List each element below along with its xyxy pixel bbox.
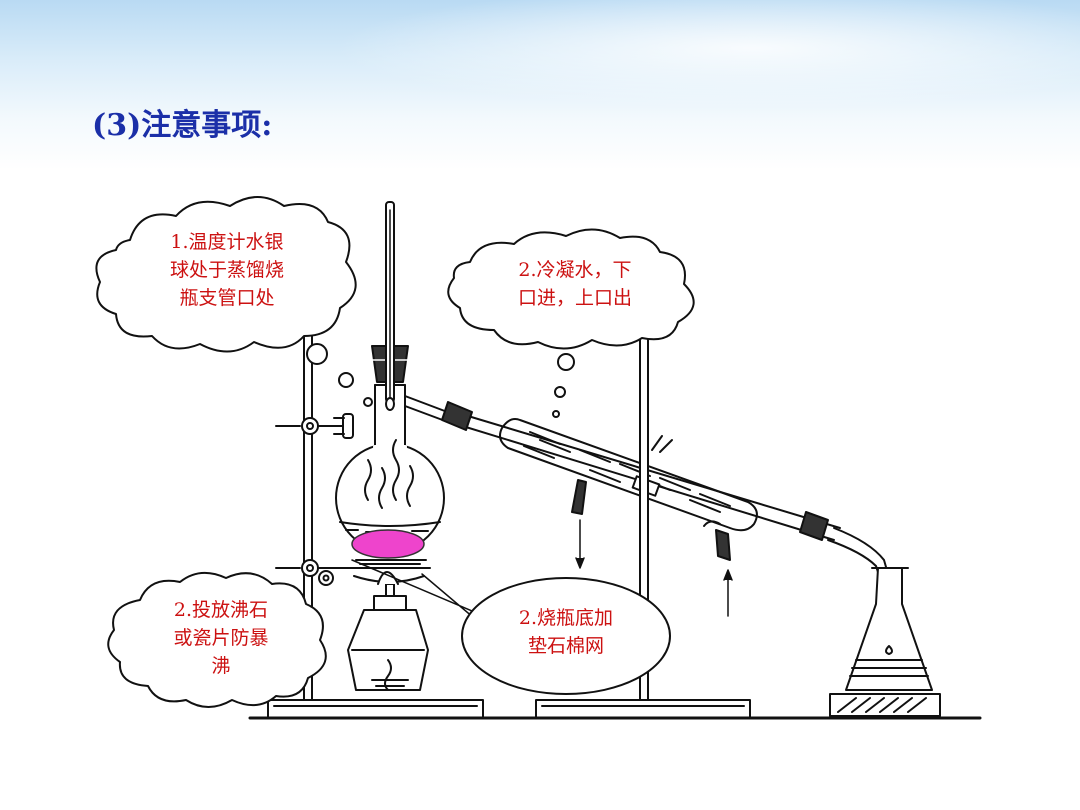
banner-highlight [260, 0, 1080, 120]
note-line: 1.温度计水银 [170, 231, 284, 253]
note-line: 垫石棉网 [527, 635, 604, 657]
condenser [441, 401, 889, 579]
note-line: 2.烧瓶底加 [518, 607, 614, 629]
header-banner [0, 0, 1080, 170]
thermometer-note: 1.温度计水银 球处于蒸馏烧 瓶支管口处 [118, 228, 336, 312]
thermometer-callout-bubble [95, 196, 357, 353]
left-iron-stand [267, 237, 484, 719]
gauze-callout-bubble [461, 577, 671, 695]
erlenmeyer-flask [829, 567, 941, 717]
gauze-highlight [351, 529, 425, 559]
note-line: 2.投放沸石 [173, 599, 269, 621]
water-flow-arrows [575, 519, 733, 617]
boiling-chips-callout-bubble [107, 571, 327, 708]
note-line: 口进，上口出 [517, 287, 632, 309]
page-title: (3)注意事项: [92, 108, 273, 143]
note-line: 2.冷凝水，下 [518, 259, 632, 281]
distillation-flask [335, 345, 459, 553]
asbestos-gauze-note: 2.烧瓶底加 垫石棉网 [474, 604, 658, 660]
note-line: 瓶支管口处 [179, 287, 275, 309]
boiling-chips-note: 2.投放沸石 或瓷片防暴 沸 [128, 596, 314, 680]
note-line: 或瓷片防暴 [173, 627, 269, 649]
note-line: 球处于蒸馏烧 [169, 259, 284, 281]
note-line: 沸 [211, 655, 231, 677]
alcohol-lamp [347, 559, 431, 691]
condenser-water-note: 2.冷凝水，下 口进，上口出 [470, 256, 680, 312]
condenser-callout-bubble [447, 228, 695, 350]
thermometer [385, 201, 395, 411]
thought-bubbles-decor [306, 343, 575, 418]
